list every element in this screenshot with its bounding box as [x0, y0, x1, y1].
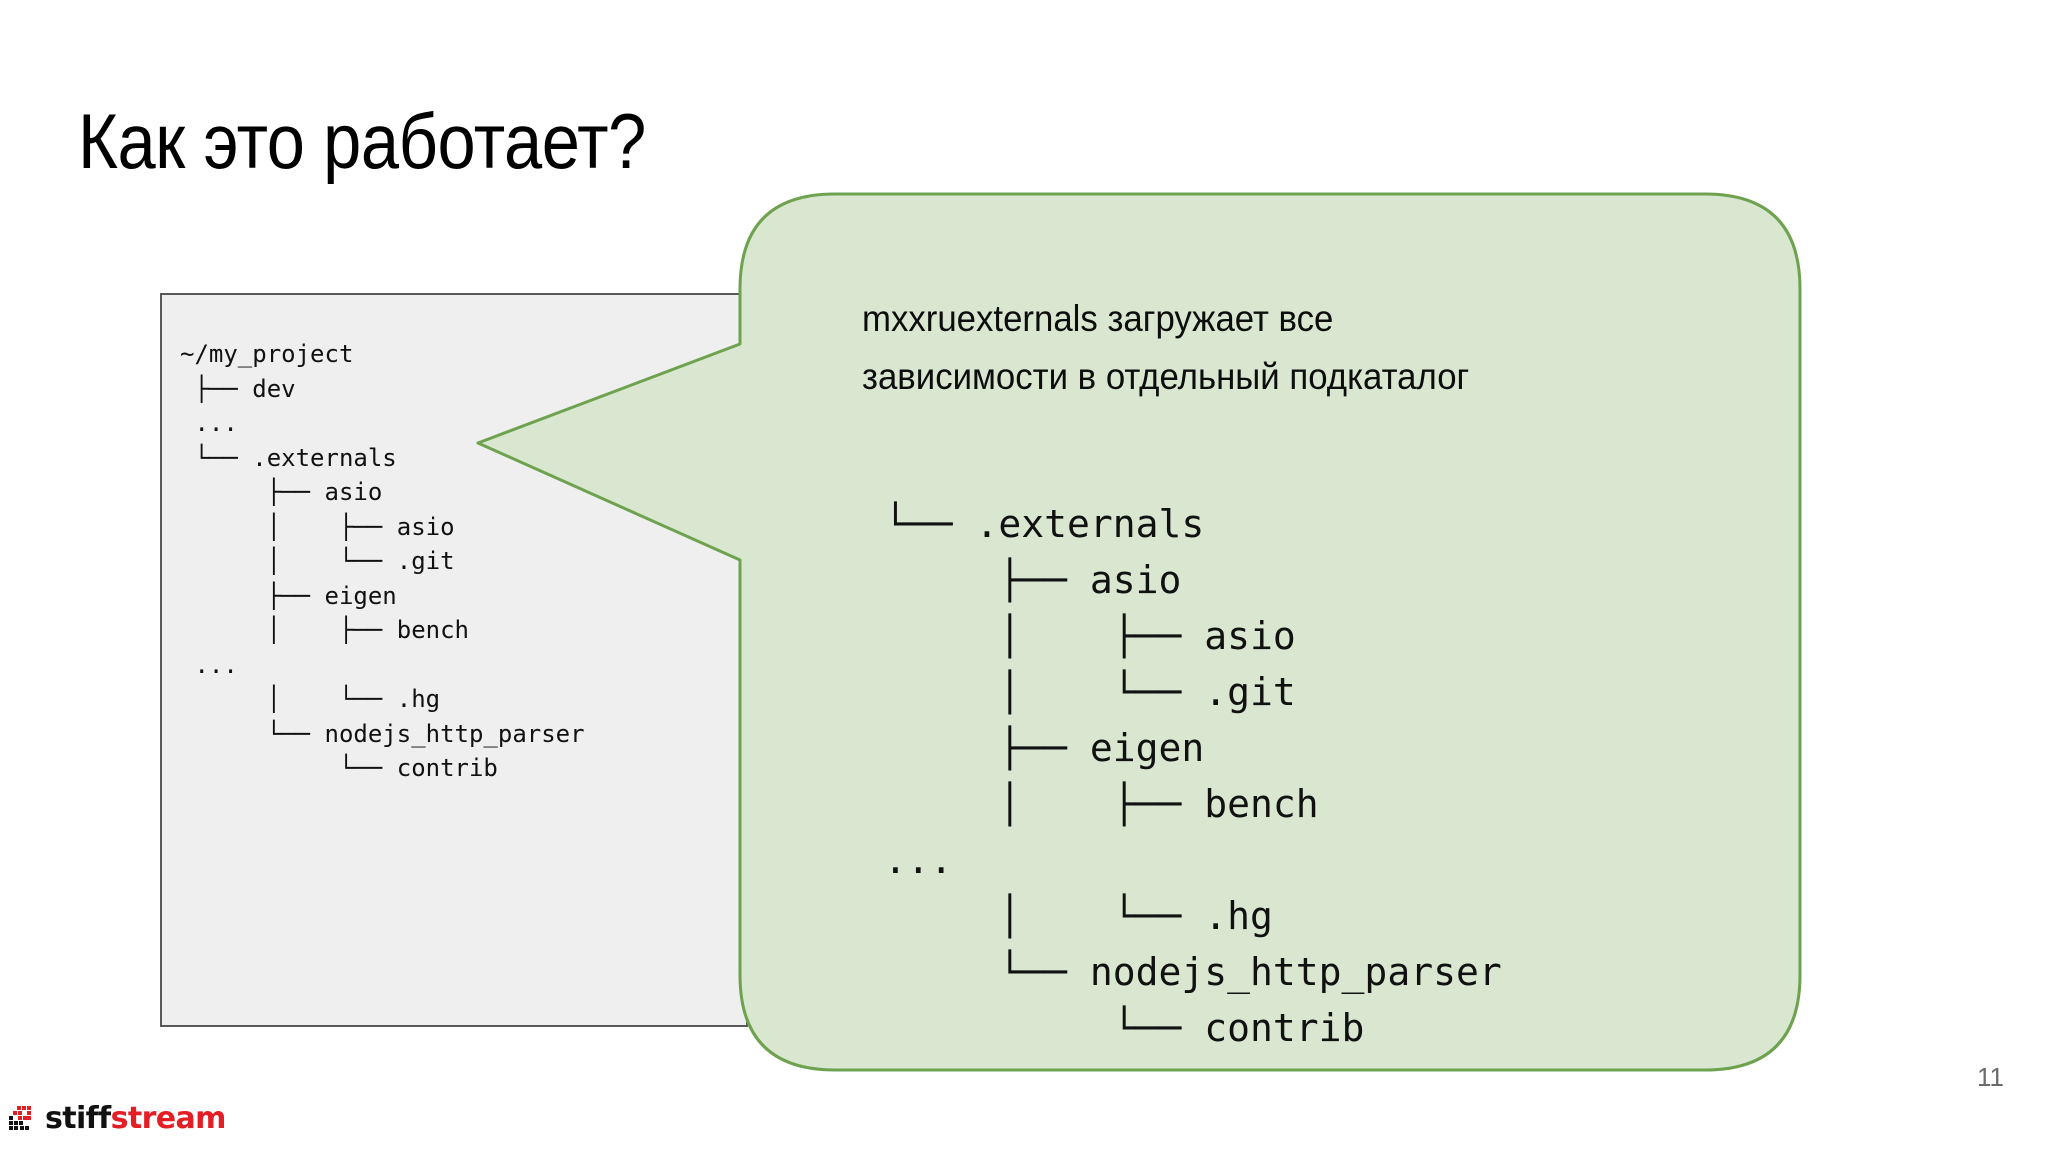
- pixel-grid-icon: [9, 1106, 31, 1130]
- callout-tree-text: └── .externals ├── asio │ ├── asio │ └──…: [884, 502, 1502, 1050]
- logo-wordmark: stiffstream: [45, 1104, 226, 1134]
- project-tree-panel: ~/my_project ├── dev ... └── .externals …: [160, 293, 748, 1027]
- callout-description-text: mxxruexternals загружает все зависимости…: [862, 298, 1470, 397]
- page-title: Как это работает?: [78, 97, 646, 185]
- logo-text-stream: stream: [110, 1101, 227, 1136]
- callout-content: mxxruexternals загружает все зависимости…: [862, 290, 1762, 1050]
- stiffstream-logo: stiffstream: [8, 1098, 226, 1140]
- page-number: 11: [1977, 1062, 2004, 1092]
- logo-text-stiff: stiff: [45, 1101, 111, 1136]
- project-tree-text: ~/my_project ├── dev ... └── .externals …: [180, 340, 585, 782]
